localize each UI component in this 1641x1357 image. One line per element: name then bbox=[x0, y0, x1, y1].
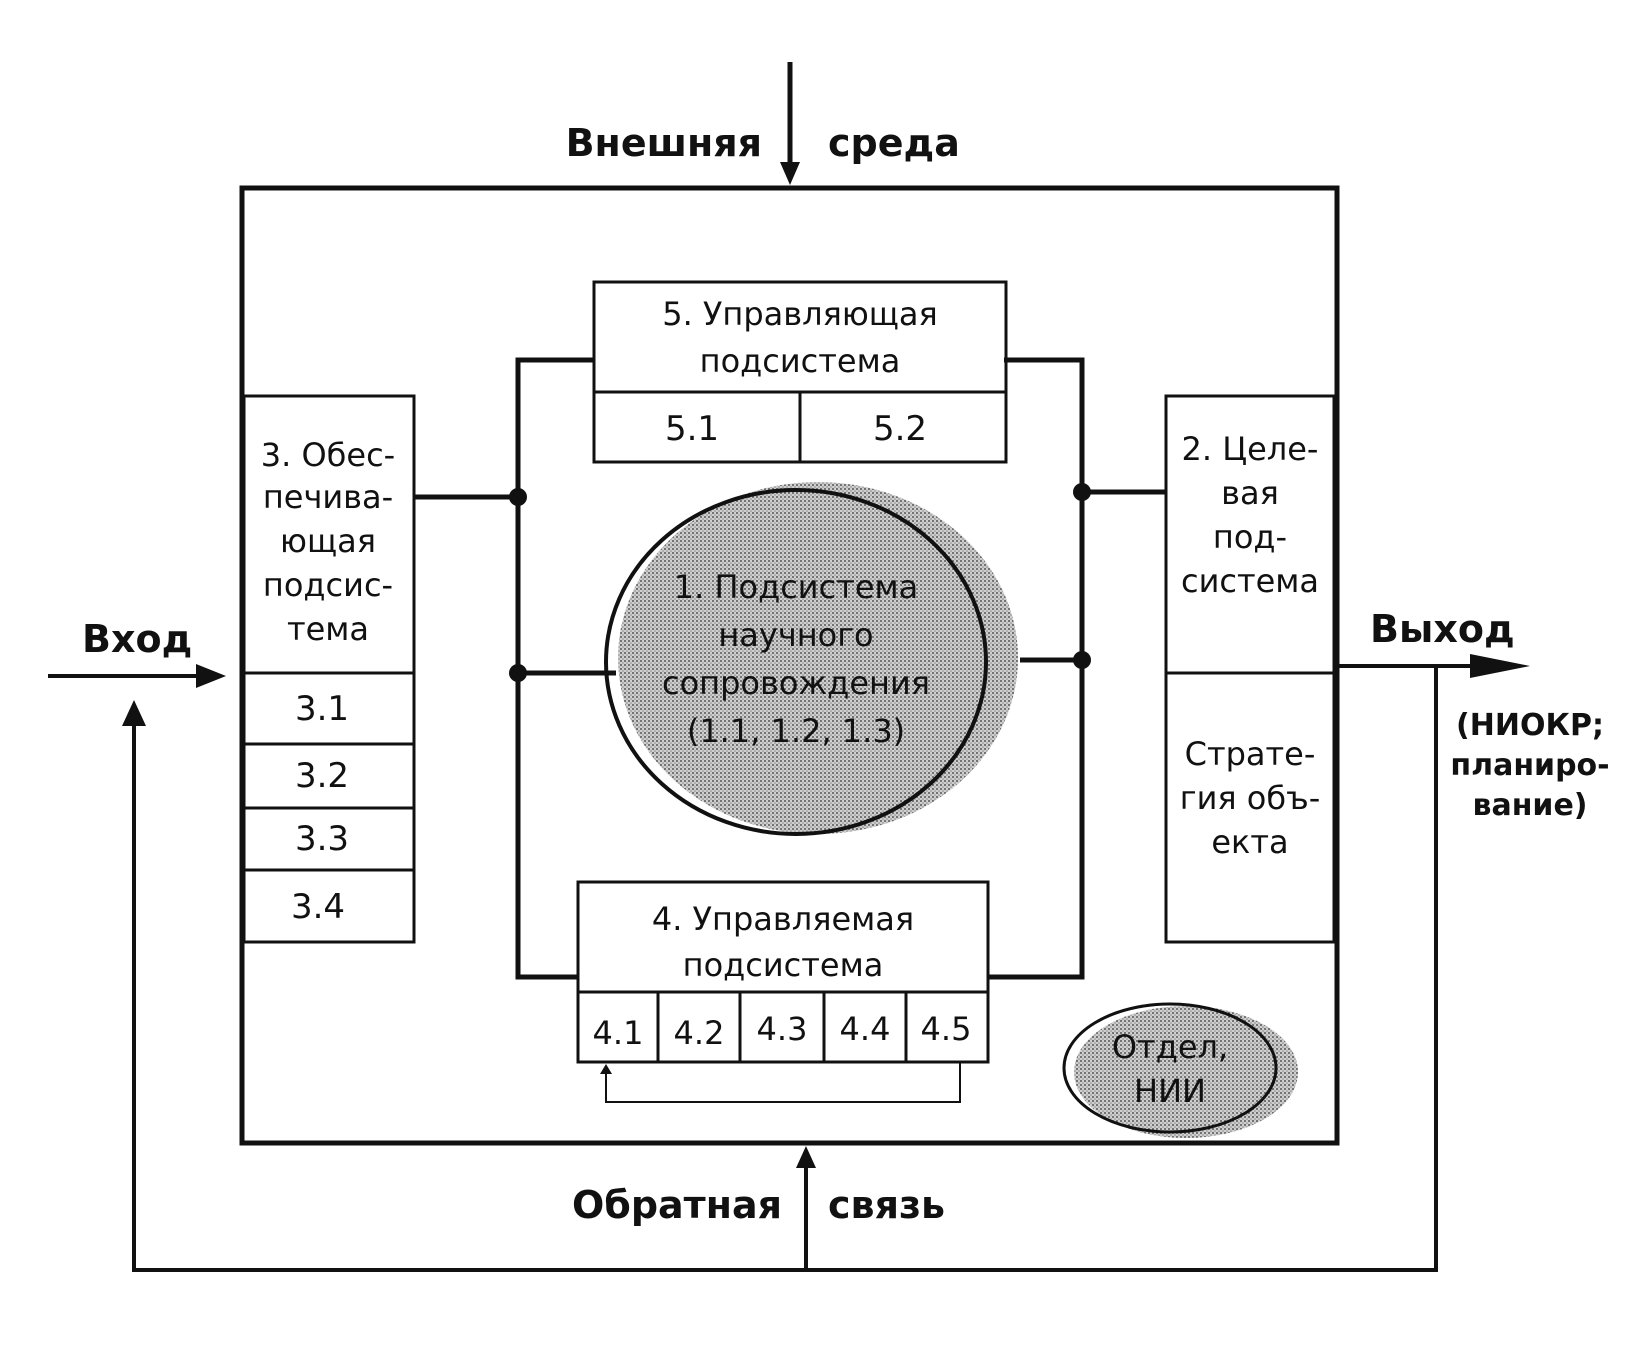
department-shadow bbox=[1074, 1006, 1298, 1138]
strategy-text: екта bbox=[1211, 823, 1288, 861]
cell-4-2: 4.2 bbox=[674, 1014, 725, 1052]
output-arrow-head bbox=[1470, 654, 1530, 678]
subsystem-1-ellipse bbox=[604, 488, 988, 836]
subsystem-3-title: ющая bbox=[280, 522, 376, 560]
cell-3-4: 3.4 bbox=[291, 887, 345, 927]
cell-4-5: 4.5 bbox=[921, 1010, 972, 1048]
cell-4-1: 4.1 bbox=[593, 1014, 644, 1052]
subsystem-5-title: подсистема bbox=[700, 342, 901, 380]
subsystem-5: 5. Управляющая подсистема 5.1 5.2 bbox=[592, 280, 1008, 464]
subsystem-2-title: под- bbox=[1213, 518, 1287, 556]
subsystem-3-box bbox=[242, 394, 416, 944]
strategy-text: гия объ- bbox=[1180, 779, 1321, 817]
input-arrow-head bbox=[196, 664, 226, 688]
subsystem-3-title: подсис- bbox=[263, 566, 393, 604]
ellipse-shadow bbox=[618, 482, 1018, 834]
subsystem-2-box bbox=[1164, 394, 1336, 944]
output-note: планиро- bbox=[1450, 748, 1609, 783]
subsystem-4-title: подсистема bbox=[683, 946, 884, 984]
subsystem-3: 3. Обес- печива- ющая подсис- тема 3.1 3… bbox=[242, 394, 416, 944]
output-note: (НИОКР; bbox=[1456, 708, 1604, 743]
junction-dot bbox=[509, 664, 527, 682]
subsystem-2: 2. Целе- вая под- система Страте- гия об… bbox=[1164, 394, 1336, 944]
feedback: Обратная связь bbox=[122, 666, 1438, 1272]
subsystem-2-title: вая bbox=[1221, 474, 1279, 512]
subsystem-4: 4. Управляемая подсистема 4.1 4.2 4.3 4.… bbox=[576, 880, 990, 1103]
output-label: Выход bbox=[1370, 607, 1515, 651]
cell-4-4: 4.4 bbox=[840, 1010, 891, 1048]
environment-arrow-head bbox=[780, 162, 800, 185]
input: Вход bbox=[48, 617, 226, 688]
junction-dot bbox=[1073, 483, 1091, 501]
cell-5-1: 5.1 bbox=[665, 409, 719, 449]
external-environment: Внешняя среда bbox=[566, 62, 960, 185]
feedback-up-arrow bbox=[796, 1146, 816, 1168]
input-label: Вход bbox=[82, 617, 192, 661]
cell-3-3: 3.3 bbox=[295, 819, 349, 859]
cell-3-2: 3.2 bbox=[295, 756, 349, 796]
left-bus bbox=[515, 357, 594, 980]
subsystem-1-title: научного bbox=[718, 616, 873, 654]
feedback-input-arrow bbox=[122, 700, 146, 726]
subsystem-3-title: 3. Обес- bbox=[261, 436, 395, 474]
feedback-label-left: Обратная bbox=[572, 1183, 782, 1227]
feedback-loop-line bbox=[132, 666, 1438, 1272]
subsystem-4-title: 4. Управляемая bbox=[652, 900, 914, 938]
department-label: Отдел, bbox=[1112, 1028, 1228, 1066]
subsystem-3-title: тема bbox=[287, 610, 369, 648]
junction-dot bbox=[509, 488, 527, 506]
subsystem-1-title: сопровождения bbox=[662, 664, 930, 702]
strategy-text: Страте- bbox=[1185, 735, 1316, 773]
department: Отдел, НИИ bbox=[1062, 1002, 1298, 1138]
output: Выход (НИОКР; планиро- вание) bbox=[1336, 607, 1610, 823]
department-label: НИИ bbox=[1134, 1072, 1206, 1110]
cell-4-3: 4.3 bbox=[757, 1010, 808, 1048]
subsystem-1-title: 1. Подсистема bbox=[674, 568, 919, 606]
subsystem-2-title: система bbox=[1181, 562, 1319, 600]
env-label-left: Внешняя bbox=[566, 121, 762, 165]
subsystem-5-title: 5. Управляющая bbox=[662, 295, 938, 333]
department-ellipse bbox=[1062, 1002, 1278, 1134]
env-label-right: среда bbox=[828, 121, 960, 165]
subsystem-3-title: печива- bbox=[263, 478, 393, 516]
subsystem-4-box bbox=[576, 880, 990, 1064]
connector-bus bbox=[414, 357, 1166, 980]
feedback-label-right: связь bbox=[828, 1183, 945, 1227]
subsystem-2-title: 2. Целе- bbox=[1182, 430, 1319, 468]
subsystem-1: 1. Подсистема научного сопровождения (1.… bbox=[604, 482, 1018, 836]
internal-loop-arrow bbox=[600, 1064, 612, 1074]
junction-dot bbox=[1073, 651, 1091, 669]
internal-loop-line bbox=[605, 1062, 961, 1103]
cell-5-2: 5.2 bbox=[873, 409, 927, 449]
cell-3-1: 3.1 bbox=[295, 689, 349, 729]
output-note: вание) bbox=[1472, 788, 1587, 823]
subsystem-1-title: (1.1, 1.2, 1.3) bbox=[687, 712, 905, 750]
